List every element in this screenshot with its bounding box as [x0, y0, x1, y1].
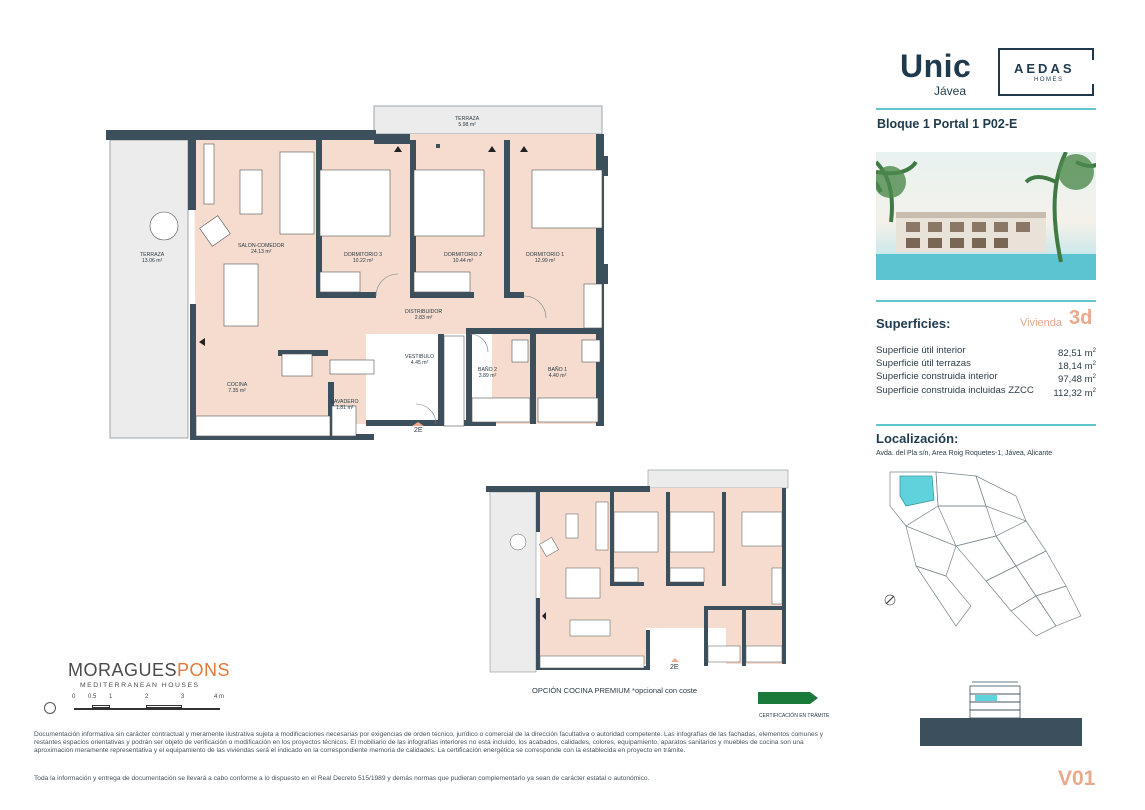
room-area: 13.06 m²: [141, 258, 163, 264]
address: Avda. del Pla s/n, Area Roig Roquetes-1,…: [876, 450, 1053, 457]
vivienda-label: Vivienda: [1020, 317, 1062, 329]
compass-icon: [44, 702, 56, 714]
unit-title: Bloque 1 Portal 1 P02-E: [877, 117, 1018, 131]
room-area: 5.98 m²: [458, 122, 476, 128]
superficies-table: Superficie útil interior 82,51 m2 Superf…: [876, 345, 1096, 399]
room-name: DORMITORIO 2: [444, 252, 482, 258]
divider-3: [876, 424, 1096, 426]
location-map: [884, 471, 1082, 637]
entrance-label-small: 2E: [670, 664, 679, 671]
room-name: LAVADERO: [331, 399, 359, 405]
energy-certification-arrow-tip: [810, 692, 818, 704]
superficies-heading: Superficies:: [876, 316, 951, 331]
building-rendering: [876, 152, 1096, 280]
room-area: 1.81 m²: [335, 405, 354, 411]
room-name: BAÑO 2: [478, 367, 498, 373]
superficie-label: Superficie útil interior: [876, 345, 966, 356]
room-name: TERRAZA: [140, 252, 165, 258]
superficie-row: Superficie construida incluidas ZZCC 112…: [876, 384, 1096, 399]
room-area: 3.89 m²: [478, 373, 497, 379]
room-area: 4.40 m²: [548, 373, 567, 379]
superficie-label: Superficie útil terrazas: [876, 358, 971, 370]
room-area: 4.45 m²: [410, 360, 429, 366]
superficie-value: 97,48 m: [1057, 374, 1093, 386]
superficie-row: Superficie útil terrazas 18,14 m2: [876, 358, 1096, 373]
scale-tick: 3: [181, 694, 185, 700]
architect-name-1: MORAGUES: [68, 660, 178, 680]
certification-label: CERTIFICACIÓN EN TRÁMITE: [759, 713, 830, 719]
aedas-logo-text: AEDAS: [1014, 61, 1075, 76]
room-name: TERRAZA: [455, 116, 480, 122]
superficie-label: Superficie construida interior: [876, 371, 998, 383]
brand-title: Unic: [900, 48, 972, 84]
scale-tick: 0.5: [88, 694, 97, 700]
divider-2: [876, 300, 1096, 302]
compass-icon: [884, 594, 896, 606]
superficie-value: 18,14 m: [1057, 361, 1093, 373]
building-section-diagram: [920, 681, 1082, 746]
scale-tick: 0: [72, 694, 76, 700]
localizacion-heading: Localización:: [876, 431, 959, 446]
superficie-value: 112,32 m: [1053, 387, 1093, 399]
room-area: 24.13 m²: [250, 249, 272, 255]
room-area: 10.44 m²: [452, 258, 474, 264]
premium-kitchen-plan: [486, 469, 789, 673]
divider-1: [876, 108, 1096, 110]
highlighted-block: [899, 475, 935, 507]
superficie-label: Superficie construida incluidas ZZCC: [876, 384, 1034, 396]
energy-certification-arrow: [758, 692, 810, 704]
room-name: BAÑO 1: [548, 367, 568, 373]
room-name: DORMITORIO 1: [526, 252, 564, 258]
main-floor-plan: [106, 105, 608, 440]
entrance-label: 2E: [414, 427, 423, 434]
premium-caption: OPCIÓN COCINA PREMIUM *opcional con cost…: [532, 686, 697, 695]
version-label: V01: [1058, 767, 1096, 790]
room-area: 2.83 m²: [414, 315, 433, 321]
aedas-logo-subtext: HOMES: [1034, 77, 1064, 83]
room-area: 12.99 m²: [534, 258, 556, 264]
room-name: VESTIBULO: [405, 354, 435, 360]
premium-caption-title: OPCIÓN COCINA PREMIUM: [532, 686, 630, 695]
scale-tick: 4 m: [214, 694, 225, 700]
premium-caption-note: *opcional con coste: [629, 686, 698, 695]
room-name: SALON-COMEDOR: [238, 243, 285, 249]
room-name: COCINA: [227, 382, 248, 388]
scale-tick: 2: [145, 694, 149, 700]
superficie-value: 82,51 m: [1057, 348, 1093, 360]
superficie-row: Superficie útil interior 82,51 m2: [876, 345, 1096, 360]
brand-subtitle: Jávea: [934, 84, 967, 98]
disclaimer-paragraph-2: Toda la información y entrega de documen…: [34, 775, 650, 782]
room-name: DORMITORIO 3: [344, 252, 382, 258]
room-name: DISTRIBUIDOR: [405, 309, 443, 315]
disclaimer-paragraph-1: Documentación informativa sin carácter c…: [34, 731, 824, 754]
scale-tick: 1: [109, 694, 113, 700]
room-area: 10.22 m²: [352, 258, 374, 264]
scale-bar: 0 0.5 1 2 3 4 m: [44, 694, 232, 716]
superficie-row: Superficie construida interior 97,48 m2: [876, 371, 1096, 386]
aedas-logo: AEDAS HOMES: [998, 48, 1094, 96]
architect-tagline: MEDITERRANEAN HOUSES: [80, 682, 200, 689]
architect-name-2: PONS: [177, 660, 231, 680]
architect-logo: MORAGUESPONS: [68, 660, 230, 681]
vivienda-type: 3d: [1069, 307, 1093, 329]
room-area: 7.35 m²: [228, 388, 246, 394]
